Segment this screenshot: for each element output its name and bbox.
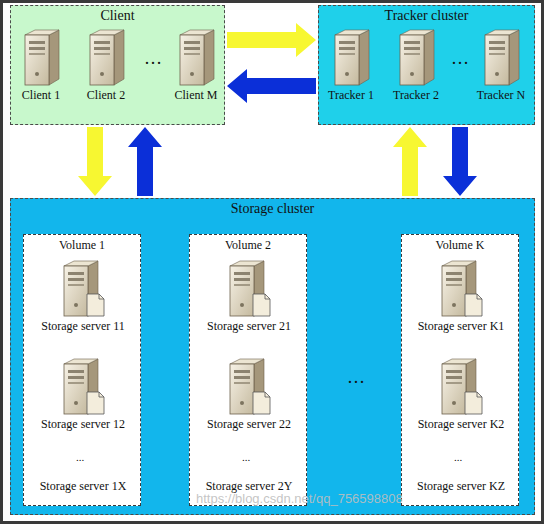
server-label: Client 2 xyxy=(87,88,125,103)
server-label: Tracker 2 xyxy=(393,88,439,103)
server-label: Storage server 11 xyxy=(41,319,125,334)
volume-box: Volume K Storage server K1 Storage server … xyxy=(401,234,519,506)
group-title: Tracker cluster xyxy=(319,8,534,24)
server-node: Client 1 xyxy=(11,28,71,103)
ellipsis: … xyxy=(451,48,469,69)
group-title: Client xyxy=(11,8,224,24)
server-node: Tracker N xyxy=(471,28,531,103)
server-icon xyxy=(21,28,61,86)
storage-server-icon xyxy=(60,357,106,415)
storage-server-node: Storage server 12 xyxy=(24,357,142,432)
server-icon xyxy=(481,28,521,86)
server-label: Storage server 22 xyxy=(207,417,291,432)
client-group: ClientClient 1 Client 2 Client M … xyxy=(10,5,225,125)
ellipsis: ... xyxy=(76,451,84,463)
server-label: Client 1 xyxy=(22,88,60,103)
server-label: Storage server KZ xyxy=(417,479,505,494)
storage-server-icon xyxy=(60,259,106,317)
server-label: Storage server 21 xyxy=(207,319,291,334)
block-arrow xyxy=(227,23,316,57)
group-title: Volume K xyxy=(402,238,518,253)
watermark: https://blog.csdn.net/qq_756598808 xyxy=(196,491,403,506)
tracker-group: Tracker clusterTracker 1 Tracker 2 Tracker… xyxy=(318,5,535,125)
server-node: Client 2 xyxy=(76,28,136,103)
server-node: Client M xyxy=(166,28,226,103)
storage-server-node: Storage server 21 xyxy=(190,259,308,334)
storage-server-icon xyxy=(438,259,484,317)
storage-server-icon xyxy=(226,259,272,317)
block-arrow xyxy=(78,127,112,196)
block-arrow xyxy=(128,127,162,196)
server-node: Tracker 1 xyxy=(321,28,381,103)
server-label: Storage server 1X xyxy=(40,479,127,494)
server-icon xyxy=(176,28,216,86)
server-label: Storage server K2 xyxy=(418,417,505,432)
server-icon xyxy=(331,28,371,86)
server-node: Tracker 2 xyxy=(386,28,446,103)
group-title: Volume 2 xyxy=(190,238,306,253)
server-label: Tracker 1 xyxy=(328,88,374,103)
group-title: Storage cluster xyxy=(11,201,534,217)
storage-server-node: Storage server K1 xyxy=(402,259,520,334)
ellipsis: ... xyxy=(242,451,250,463)
ellipsis: … xyxy=(144,48,162,69)
block-arrow xyxy=(443,127,477,196)
server-icon xyxy=(86,28,126,86)
group-title: Volume 1 xyxy=(24,238,140,253)
storage-server-node: Storage server K2 xyxy=(402,357,520,432)
storage-server-icon xyxy=(226,357,272,415)
storage-server-icon xyxy=(438,357,484,415)
volume-box: Volume 1 Storage server 11 Storage server … xyxy=(23,234,141,506)
server-node: Storage server 1X xyxy=(24,477,142,494)
server-label: Storage server K1 xyxy=(418,319,505,334)
block-arrow xyxy=(227,69,316,103)
storage-server-node: Storage server 11 xyxy=(24,259,142,334)
storage-server-node: Storage server 22 xyxy=(190,357,308,432)
ellipsis: ... xyxy=(454,451,462,463)
server-node: Storage server KZ xyxy=(402,477,520,494)
server-icon xyxy=(396,28,436,86)
block-arrow xyxy=(393,127,427,196)
server-label: Tracker N xyxy=(477,88,526,103)
server-label: Storage server 12 xyxy=(41,417,125,432)
server-label: Client M xyxy=(174,88,217,103)
ellipsis: … xyxy=(347,367,365,388)
storage-cluster: Storage clusterVolume 1 Storage server 11… xyxy=(10,198,535,515)
volume-box: Volume 2 Storage server 21 Storage server … xyxy=(189,234,307,506)
